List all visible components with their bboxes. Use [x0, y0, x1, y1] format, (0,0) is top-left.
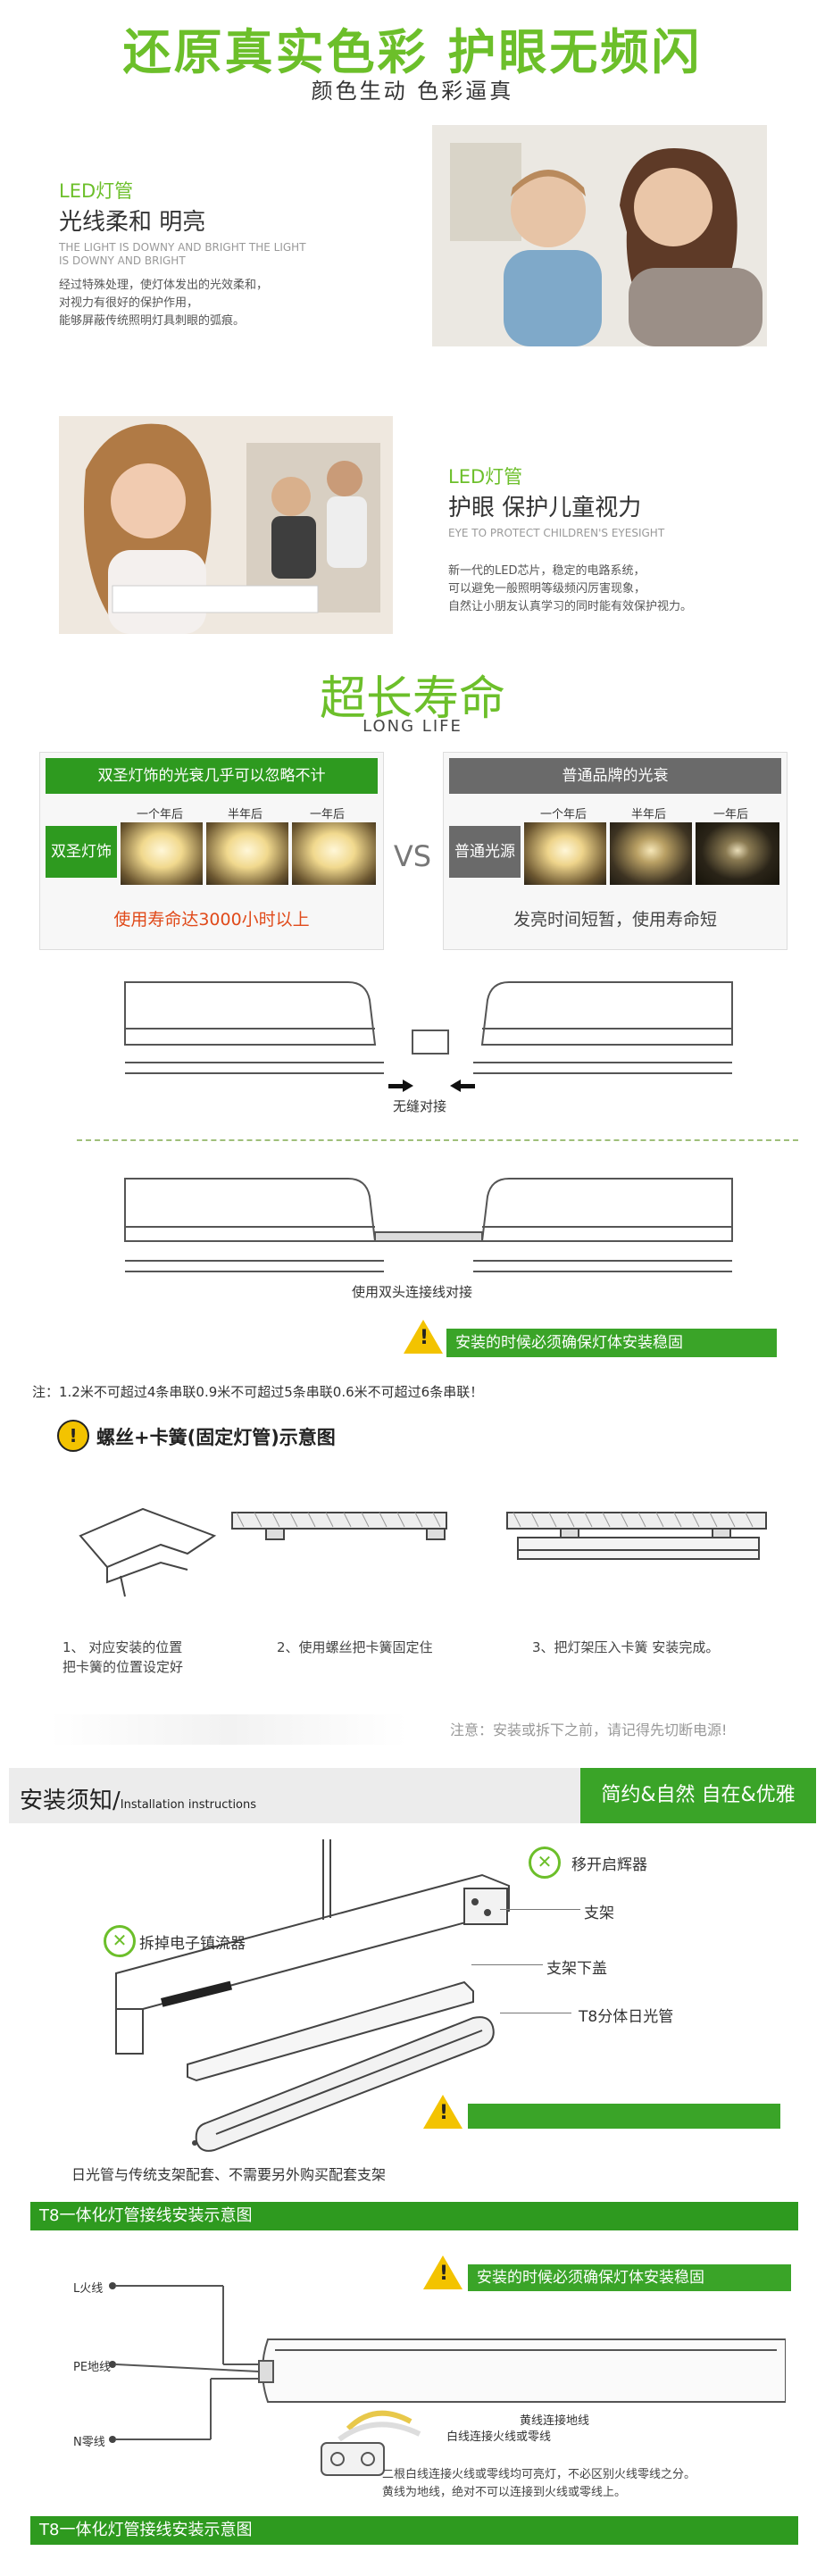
comparison-left-footer: 使用寿命达3000小时以上 — [113, 910, 310, 930]
bracket-cover-label: 支架下盖 — [546, 1960, 607, 1978]
screw-step-diagrams — [79, 1507, 767, 1597]
section1-title: 光线柔和 明亮 — [59, 209, 206, 236]
install-note: 日光管与传统支架配套、不需要另外购买配套支架 — [71, 2166, 387, 2183]
double-head-connector-label: 使用双头连接线对接 — [352, 1284, 473, 1300]
power-off-notice: 注意：安装或拆下之前，请记得先切断电源! — [450, 1722, 728, 1738]
seamless-joint-diagram — [124, 981, 733, 1092]
section1-desc-2: 对视力有很好的保护作用， — [59, 296, 199, 310]
divider-dash — [77, 1139, 798, 1141]
white-wire-label: 白线连接火线或零线 — [446, 2430, 552, 2444]
comparison-right-brand: 普通光源 — [449, 826, 521, 878]
fade-bar — [50, 1714, 407, 1745]
longlife-title: 超长寿命 — [319, 672, 505, 726]
glow-right-2 — [610, 822, 692, 885]
comparison-left-box: 双圣灯饰的光衰几乎可以忽略不计 一个年后 半年后 一年后 双圣灯饰 使用寿命达3… — [39, 752, 384, 950]
period-2-right: 半年后 — [631, 808, 667, 821]
longlife-en: LONG LIFE — [362, 717, 462, 736]
install-warning-stripe — [468, 2104, 780, 2129]
install-diagram — [115, 1839, 510, 2152]
glow-left-3 — [292, 822, 376, 885]
mother-child-photo — [432, 125, 767, 346]
section1-desc-1: 经过特殊处理，使灯体发出的光效柔和， — [59, 279, 269, 292]
comparison-right-box: 普通品牌的光衰 一个年后 半年后 一年后 普通光源 发亮时间短暂，使用寿命短 — [443, 752, 788, 950]
screw-title: 螺丝+卡簧(固定灯管)示意图 — [96, 1427, 336, 1448]
install-title: 安装须知/Installation instructions — [20, 1782, 256, 1815]
screw-step-1b: 把卡簧的位置设定好 — [62, 1659, 184, 1675]
section2-en: EYE TO PROTECT CHILDREN'S EYESIGHT — [448, 527, 665, 539]
double-head-connector-diagram — [124, 1178, 733, 1272]
period-3-right: 一年后 — [713, 808, 749, 821]
wiring-desc-2: 黄线为地线，绝对不可以连接到火线或零线上。 — [382, 2486, 627, 2499]
reading-girl-illustration — [59, 416, 393, 634]
remove-ballast-label: 拆掉电子镇流器 — [139, 1935, 246, 1953]
remove-starter-label: 移开启辉器 — [571, 1856, 647, 1874]
section1-desc-3: 能够屏蔽传统照明灯具刺眼的弧痕。 — [59, 314, 246, 328]
subline: 颜色生动 色彩逼真 — [311, 79, 514, 104]
section2-desc-2: 可以避免一般照明等级频闪厉害现象， — [448, 582, 646, 596]
bracket-leader — [500, 1909, 580, 1910]
warning-icon: ! — [404, 1320, 443, 1354]
comparison-right-header: 普通品牌的光衰 — [449, 758, 781, 794]
wiring-bar-2: T8一体化灯管接线安装示意图 — [30, 2516, 798, 2545]
comparison-left-header: 双圣灯饰的光衰几乎可以忽略不计 — [46, 758, 378, 794]
wiring-warning-bar: 安装的时候必须确保灯体安装稳固 — [468, 2264, 791, 2291]
comparison-left-brand: 双圣灯饰 — [46, 826, 117, 878]
wiring-desc-1: 二根白线连接火线或零线均可亮灯，不必区别火线零线之分。 — [382, 2468, 696, 2481]
comparison-right-footer: 发亮时间短暂，使用寿命短 — [512, 910, 717, 930]
section2-desc-3: 自然让小朋友认真学习的同时能有效保护视力。 — [448, 600, 693, 613]
live-wire-label: L火线 — [73, 2282, 104, 2296]
tube-label: T8分体日光管 — [579, 2008, 674, 2026]
section2-desc-1: 新一代的LED芯片，稳定的电路系统， — [448, 564, 646, 578]
warning-bar-1: 安装的时候必须确保灯体安装稳固 — [446, 1329, 777, 1357]
section1-tag: LED灯管 — [59, 180, 134, 202]
install-slogan: 简约&自然 自在&优雅 — [580, 1768, 816, 1823]
period-3-left: 一年后 — [310, 808, 346, 821]
install-title-cn: 安装须知/ — [20, 1788, 121, 1814]
screw-step-1a: 1、 对应安装的位置 — [62, 1639, 183, 1655]
period-2-left: 半年后 — [228, 808, 263, 821]
wiring-diagram — [109, 2282, 786, 2476]
screw-step-3: 3、把灯架压入卡簧 安装完成。 — [532, 1639, 720, 1655]
screw-title-icon: ! — [57, 1420, 89, 1452]
glow-left-2 — [206, 822, 288, 885]
neutral-wire-label: N零线 — [73, 2436, 105, 2449]
series-limit-note: 注：1.2米不可超过4条串联0.9米不可超过5条串联0.6米不可超过6条串联！ — [32, 1384, 484, 1400]
section2-tag: LED灯管 — [448, 466, 523, 488]
vs-label: VS — [393, 839, 432, 873]
screw-step-2: 2、使用螺丝把卡簧固定住 — [277, 1639, 433, 1655]
reading-girl-photo — [59, 416, 393, 634]
wiring-bar-1: T8一体化灯管接线安装示意图 — [30, 2202, 798, 2230]
section1-en-2: IS DOWNY AND BRIGHT — [59, 254, 186, 267]
remove-starter-icon: ✕ — [529, 1847, 561, 1879]
install-title-en: Installation instructions — [120, 1798, 257, 1812]
earth-wire-label: PE地线 — [73, 2361, 112, 2374]
headline: 还原真实色彩 护眼无频闪 — [122, 24, 703, 80]
glow-right-3 — [696, 822, 779, 885]
section1-en-1: THE LIGHT IS DOWNY AND BRIGHT THE LIGHT — [59, 241, 306, 254]
glow-right-1 — [524, 822, 606, 885]
mother-child-illustration — [432, 125, 767, 346]
bracket-cover-leader — [471, 1964, 543, 1965]
remove-ballast-icon: ✕ — [104, 1925, 136, 1957]
section2-title: 护眼 保护儿童视力 — [448, 495, 642, 521]
period-1-left: 一个年后 — [137, 808, 184, 821]
wiring-warning-icon: ! — [423, 2255, 462, 2289]
install-warning-icon: ! — [423, 2095, 462, 2129]
bracket-label: 支架 — [584, 1905, 614, 1922]
yellow-wire-label: 黄线连接地线 — [520, 2414, 590, 2428]
glow-left-1 — [121, 822, 203, 885]
seamless-joint-label: 无缝对接 — [393, 1098, 447, 1114]
period-1-right: 一个年后 — [540, 808, 588, 821]
